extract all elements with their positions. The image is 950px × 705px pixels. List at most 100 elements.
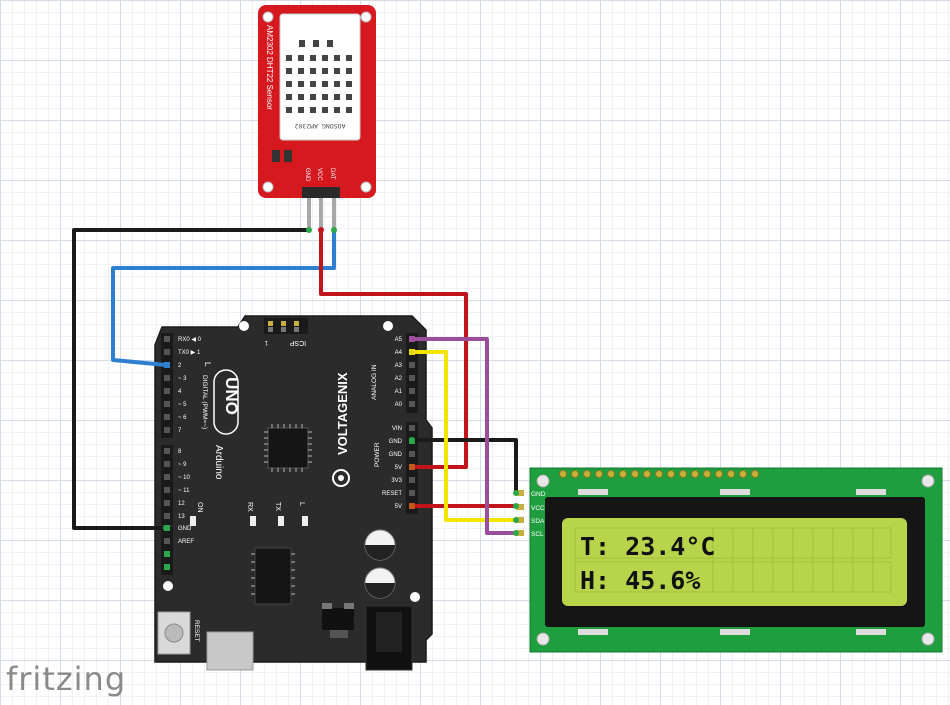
wire-endpoints (163, 227, 519, 536)
reset-label: RESET (193, 620, 200, 642)
sensor-mount-hole (262, 181, 274, 193)
led-on (190, 516, 196, 526)
lcd-clip (578, 629, 608, 635)
pin-label: A5 (395, 337, 403, 343)
led-rx-label: RX (246, 502, 253, 512)
lcd-mount-hole (921, 632, 935, 646)
lcd-pin-sda: SDA (531, 518, 545, 525)
pin-label: 3V3 (391, 478, 402, 484)
wires (72, 228, 518, 535)
sensor-mount-hole (360, 181, 372, 193)
led-tx (278, 516, 284, 526)
led-l (302, 516, 308, 526)
lcd-i2c-pins (516, 490, 524, 536)
lcd-line-2: H: 45.6% (580, 566, 700, 595)
lcd-pin-vcc: VCC (531, 505, 545, 512)
sensor-pin-label-vcc: VCC (316, 168, 322, 181)
arduino-brand: VOLTAGENIX (335, 372, 350, 455)
pin-1-marker: L (203, 362, 212, 367)
pin-label: ~ 6 (178, 415, 187, 421)
capacitor-band (365, 583, 395, 598)
digital-header-upper (161, 333, 173, 438)
pin-label: A4 (395, 350, 403, 356)
pin-label: ~ 10 (178, 475, 191, 481)
sensor-pin-label-gnd: GND (304, 168, 310, 182)
capacitor-band (365, 545, 395, 560)
pin-label: GND (389, 452, 403, 458)
pin-label: 13 (178, 514, 185, 520)
analog-pin-labels: A5 A4 A3 A2 A1 A0 (395, 337, 403, 408)
pin-label: 12 (178, 501, 185, 507)
pin-label: A0 (395, 402, 403, 408)
lcd-pin-gnd: GND (531, 491, 546, 498)
lcd-top-header (559, 470, 759, 478)
icsp-pin1: 1 (264, 339, 268, 345)
lcd-mount-hole (921, 474, 935, 488)
reset-button[interactable] (164, 623, 184, 643)
arduino-mount-hole (383, 321, 393, 331)
pin-label: TX0 ▶ 1 (178, 350, 201, 356)
dc-jack-inner (376, 612, 402, 652)
smd-component (272, 150, 280, 162)
sensor-pin-dat[interactable] (332, 198, 336, 230)
lcd-1602-i2c-module: T: 23.4°C H: 45.6% GND VCC SDA SCL (516, 467, 943, 653)
smd-component (284, 150, 292, 162)
dht22-sensor-module: AOSONG AM2302 AM2302 DHT22 Sensor GND VC… (258, 5, 376, 230)
arduino-mount-hole (410, 592, 420, 602)
lcd-char-grid (574, 527, 892, 593)
arduino-mount-hole (163, 581, 173, 591)
pin-label: ~ 3 (178, 376, 187, 382)
lcd-clip (578, 489, 608, 495)
arduino-pin-highlight (164, 564, 170, 570)
pin-label: ~ 9 (178, 462, 187, 468)
digital-pin-labels: RX0 ◀ 0 TX0 ▶ 1 2 ~ 3 4 ~ 5 ~ 6 7 8 ~ 9 … (178, 337, 202, 545)
arduino-pin-highlight (164, 551, 170, 557)
sensor-pin-label-dat: DAT (329, 168, 335, 180)
power-pin-labels: VIN GND GND 5V 3V3 RESET 5V (382, 426, 403, 510)
wire-lcd-scl[interactable] (410, 337, 518, 535)
wire-sensor-data[interactable] (111, 228, 336, 367)
wire-sensor-gnd[interactable] (72, 228, 311, 530)
sensor-grille (286, 40, 352, 113)
sensor-mount-hole (262, 11, 274, 23)
pin-label: 2 (178, 363, 182, 369)
icsp-pins (268, 321, 299, 332)
brand-logo-icon-center (338, 475, 344, 481)
pin-label: A2 (395, 376, 403, 382)
pin-label: 4 (178, 389, 182, 395)
pin-label: GND (178, 526, 192, 532)
lcd-clip (720, 489, 750, 495)
icsp-label: ICSP (290, 339, 307, 346)
pin-label: A1 (395, 389, 403, 395)
lcd-clip (856, 489, 886, 495)
sensor-label: AM2302 DHT22 Sensor (265, 25, 274, 110)
lcd-clip (856, 629, 886, 635)
pin-label: RX0 ◀ 0 (178, 337, 202, 343)
pin-label: 7 (178, 428, 182, 434)
voltage-regulator (322, 608, 354, 630)
power-label: POWER (374, 442, 381, 467)
pin-label: A3 (395, 363, 403, 369)
regulator-pin (344, 603, 354, 609)
arduino-pcb (154, 315, 433, 663)
sensor-pin-vcc[interactable] (319, 198, 323, 230)
uno-logo: UNO (222, 377, 241, 415)
pin-label: RESET (382, 491, 402, 497)
led-tx-label: TX (274, 502, 281, 511)
sensor-mount-hole (360, 11, 372, 23)
usb-port[interactable] (206, 631, 254, 671)
pin-label: ~ 11 (178, 488, 190, 494)
lcd-line-1: T: 23.4°C (580, 532, 715, 561)
led-l-label: L (298, 502, 305, 506)
sensor-pin-gnd[interactable] (307, 198, 311, 230)
lcd-clip (720, 629, 750, 635)
arduino-uno-board: RX0 ◀ 0 TX0 ▶ 1 2 ~ 3 4 ~ 5 ~ 6 7 8 ~ 9 … (154, 315, 433, 671)
pin-label: 5V (395, 504, 402, 510)
usb-interface-chip (254, 547, 292, 605)
arduino-mount-hole (239, 321, 249, 331)
wire-lcd-sda[interactable] (410, 350, 518, 522)
microcontroller-chip (267, 427, 309, 469)
pin-label: ~ 5 (178, 402, 187, 408)
brand-logo-icon (332, 469, 350, 487)
